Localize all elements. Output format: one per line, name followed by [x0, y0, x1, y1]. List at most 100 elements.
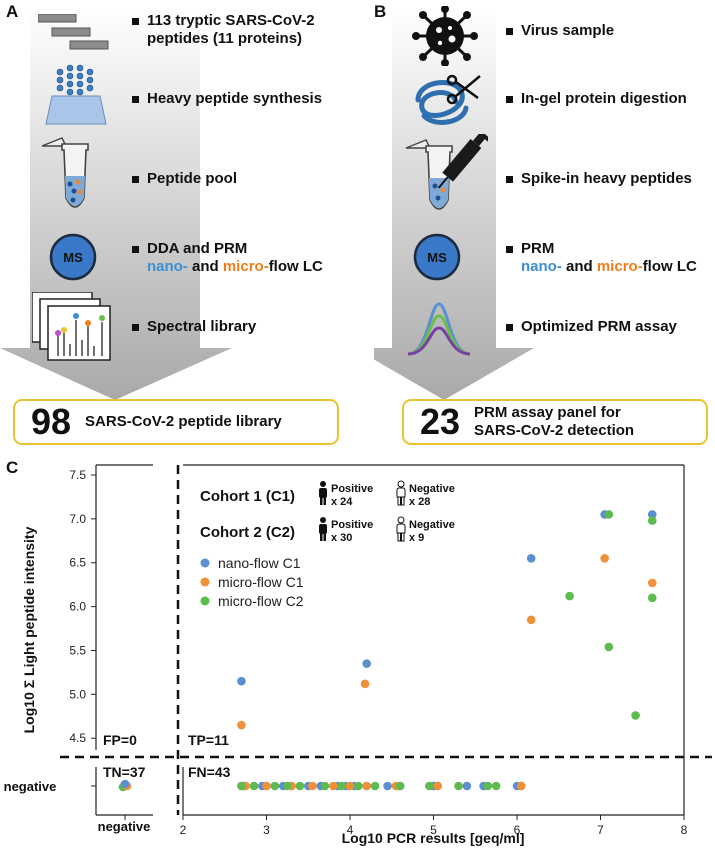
cohort2-label: Cohort 2 (C2)	[200, 524, 295, 541]
data-point	[360, 679, 370, 689]
step-a1: 113 tryptic SARS-CoV-2 peptides (11 prot…	[132, 12, 342, 48]
data-point	[604, 510, 614, 519]
y-axis-label: Log10 Σ Light peptide intensity	[21, 526, 37, 733]
tn-label: TN=37	[103, 764, 146, 780]
x-tick-label: 7	[597, 823, 604, 837]
data-point	[647, 578, 657, 588]
ms-negative-point	[516, 781, 526, 791]
cohort2-positive-count: x 30	[331, 532, 352, 544]
ms-negative-point	[237, 781, 246, 791]
data-point	[631, 711, 640, 720]
ms-negative-point	[337, 781, 346, 791]
legend-label: micro-flow C2	[218, 593, 304, 609]
peaks-icon	[407, 302, 471, 356]
step-b3: Spike-in heavy peptides	[506, 170, 692, 188]
step-a5: Spectral library	[132, 318, 256, 336]
ms-negative-point	[345, 781, 355, 791]
legend-marker	[200, 558, 210, 568]
panel-b-letter: B	[374, 2, 387, 21]
step-b5: Optimized PRM assay	[506, 318, 677, 336]
x-axis-label: Log10 PCR results [geq/ml]	[342, 830, 525, 846]
tp-label: TP=11	[188, 732, 229, 748]
x-tick-label: 2	[180, 823, 187, 837]
cohort1-negative-label: Negative	[409, 483, 455, 495]
data-point	[526, 554, 536, 563]
result-text-a: SARS-CoV-2 peptide library	[85, 413, 282, 430]
result-text-b2: SARS-CoV-2 detection	[474, 422, 635, 439]
result-number-a: 98	[31, 401, 72, 442]
data-point	[526, 615, 536, 625]
y-tick-label: 5.0	[69, 687, 86, 701]
ms-negative-point	[354, 781, 363, 791]
synthesis-flask-icon	[45, 64, 107, 125]
x-negative-label: negative	[98, 819, 151, 834]
syringe-tube-icon	[405, 134, 488, 210]
ms-label-b: MS	[427, 250, 447, 265]
ms-negative-point	[433, 781, 442, 791]
ms-negative-point	[483, 781, 493, 791]
ms-label: MS	[63, 250, 83, 265]
step-b2: In-gel protein digestion	[506, 90, 687, 108]
data-point	[647, 516, 657, 525]
person-negative-icon	[396, 516, 406, 542]
person-positive-icon	[319, 517, 327, 541]
ms-icon: MS	[49, 233, 97, 281]
fp-label: FP=0	[103, 732, 137, 748]
y-tick-label: 7.0	[69, 512, 86, 526]
cohort1-negative-count: x 28	[409, 496, 430, 508]
ms-negative-point	[491, 781, 501, 791]
panel-c-letter: C	[6, 458, 19, 477]
legend-label: micro-flow C1	[218, 574, 304, 590]
legend-marker	[200, 596, 210, 606]
x-tick-label: 8	[681, 823, 688, 837]
data-point	[237, 676, 246, 686]
ms-negative-point	[295, 781, 305, 791]
tube-icon	[41, 137, 89, 208]
ms-negative-point	[462, 781, 472, 791]
result-box-a: 98 SARS-CoV-2 peptide library	[13, 399, 339, 445]
ms-negative-point	[454, 781, 463, 791]
person-positive-icon	[319, 481, 327, 505]
ms-negative-point	[395, 781, 405, 791]
cohort2-negative-label: Negative	[409, 519, 455, 531]
data-point	[362, 659, 372, 668]
legend-marker	[200, 577, 210, 587]
x-tick-label: 5	[430, 823, 437, 837]
fn-label: FN=43	[188, 764, 231, 780]
ms-negative-point	[370, 781, 380, 791]
y-tick-label: 7.5	[69, 468, 86, 482]
ms-negative-point	[262, 781, 271, 791]
panel-b-arrow	[374, 8, 534, 400]
result-text-b1: PRM assay panel for	[474, 404, 621, 421]
step-a2: Heavy peptide synthesis	[132, 90, 322, 108]
data-point	[647, 510, 657, 519]
y-tick-label: 4.5	[69, 731, 86, 745]
ms-icon-b: MS	[413, 233, 461, 281]
ms-negative-point	[249, 781, 259, 791]
data-point	[604, 642, 614, 652]
spectra-icon	[32, 292, 111, 361]
cohort1-positive-count: x 24	[331, 496, 353, 508]
panel-a-letter: A	[6, 2, 19, 21]
y-negative-label: negative	[4, 779, 57, 794]
peptide-bars-icon	[38, 14, 109, 50]
ms-negative-point	[308, 781, 317, 791]
cohort1-label: Cohort 1 (C1)	[200, 488, 295, 505]
ms-negative-point	[362, 781, 372, 791]
data-point	[647, 593, 657, 603]
ms-negative-point	[425, 781, 434, 791]
result-number-b: 23	[420, 401, 461, 442]
scissors-gel-icon	[415, 74, 481, 125]
data-point	[600, 554, 609, 563]
ms-negative-point	[270, 781, 280, 791]
y-tick-label: 6.5	[69, 556, 86, 570]
virus-icon	[412, 6, 478, 66]
ms-negative-point	[320, 781, 330, 791]
double-negative-point	[120, 779, 130, 789]
y-tick-label: 5.5	[69, 643, 86, 657]
ms-negative-point	[329, 781, 338, 791]
person-negative-icon	[396, 480, 406, 506]
cohort1-positive-label: Positive	[331, 483, 373, 495]
